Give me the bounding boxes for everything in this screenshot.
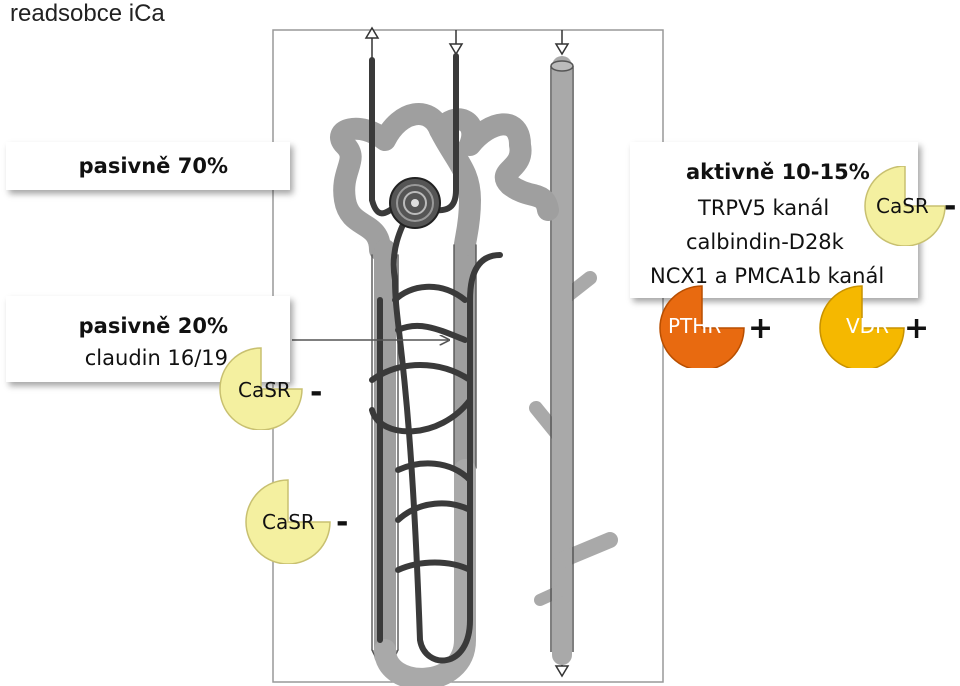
ncx1-label: NCX1 a PMCA1b kanál [650, 264, 885, 288]
casr-active-sign: - [944, 189, 957, 224]
casr-badge-active: CaSR [862, 165, 948, 251]
glomerulus [389, 177, 441, 229]
vdr-badge: VDR [818, 284, 908, 373]
casr-badge-loop: CaSR [244, 478, 332, 569]
casr-passive-sign: - [310, 375, 323, 410]
casr-badge-passive: CaSR [218, 346, 304, 435]
trpv5-label: TRPV5 kanál [698, 196, 830, 220]
page-title: readsobce iCa [10, 0, 165, 27]
vdr-sign: + [904, 311, 930, 346]
pthr-badge: PTHR [658, 284, 748, 373]
active-heading: aktivně 10-15% [686, 160, 870, 184]
passive-20-heading: pasivně 20% [78, 314, 228, 338]
collecting-duct [529, 56, 618, 665]
calbindin-label: calbindin-D28k [686, 230, 844, 254]
passive-70-box: pasivně 70% [6, 142, 290, 190]
pthr-sign: + [748, 311, 774, 346]
passive-70-heading: pasivně 70% [78, 154, 228, 178]
casr-loop-sign: - [336, 505, 349, 540]
convoluted-tubule [330, 103, 559, 666]
claudin-label: claudin 16/19 [84, 346, 228, 370]
